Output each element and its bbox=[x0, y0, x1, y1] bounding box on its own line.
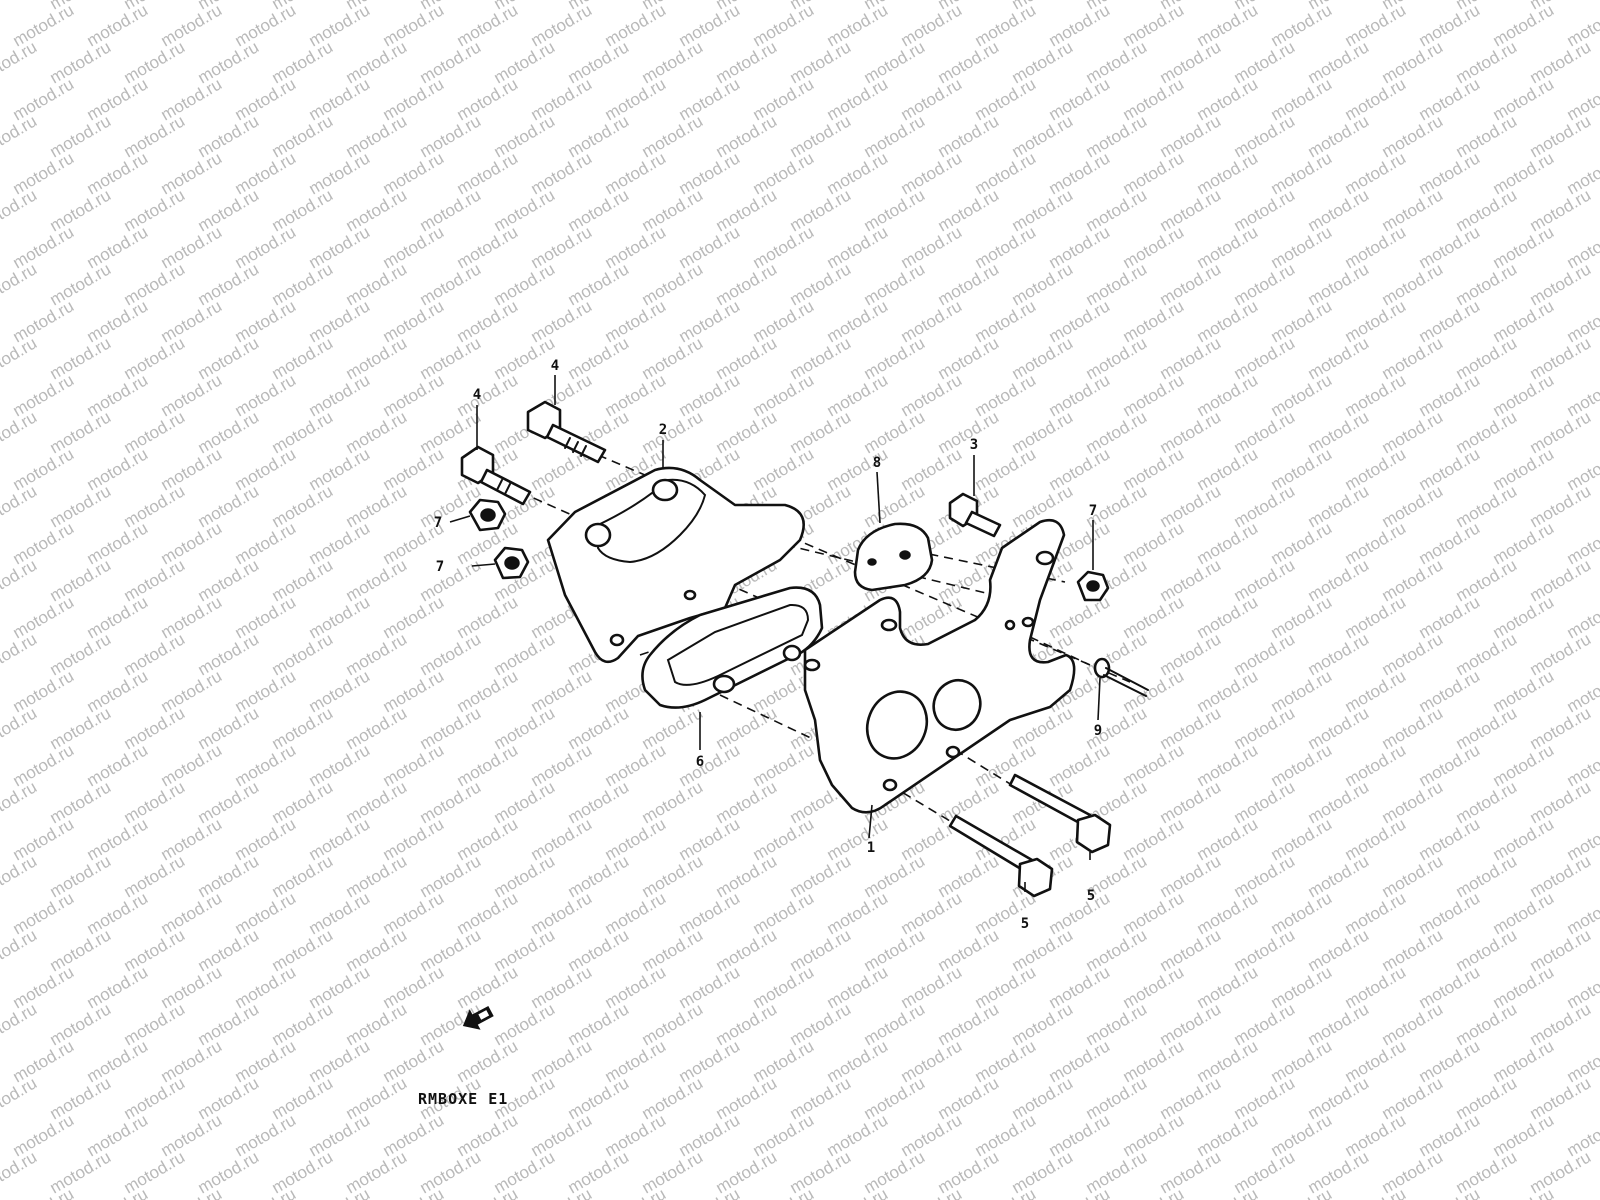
callout-5-left: 5 bbox=[1021, 916, 1029, 932]
watermark-text: motod.ru bbox=[0, 592, 3, 642]
watermark-text: motod.ru bbox=[0, 0, 40, 13]
watermark-text: motod.ru bbox=[380, 1184, 448, 1200]
watermark-text: motod.ru bbox=[824, 1184, 892, 1200]
callout-1: 1 bbox=[867, 840, 875, 856]
watermark-text: motod.ru bbox=[0, 925, 40, 975]
callout-8: 8 bbox=[873, 455, 881, 471]
watermark-text: motod.ru bbox=[0, 74, 3, 124]
watermark-text: motod.ru bbox=[0, 629, 40, 679]
watermark-text: motod.ru bbox=[1490, 1184, 1558, 1200]
watermark-text: motod.ru bbox=[972, 1184, 1040, 1200]
watermark-text: motod.ru bbox=[0, 1147, 40, 1197]
watermark-text: motod.ru bbox=[0, 888, 3, 938]
watermark-text: motod.ru bbox=[0, 851, 40, 901]
watermark-text: motod.ru bbox=[1416, 1184, 1484, 1200]
watermark-text: motod.ru bbox=[0, 740, 3, 790]
callout-9: 9 bbox=[1094, 723, 1102, 739]
watermark-text: motod.ru bbox=[0, 1073, 40, 1123]
watermark-text: motod.ru bbox=[0, 444, 3, 494]
watermark-text: motod.ru bbox=[0, 1036, 3, 1086]
watermark-text: motod.ru bbox=[0, 148, 3, 198]
watermark-text: motod.ru bbox=[0, 222, 3, 272]
watermark-text: motod.ru bbox=[1194, 1184, 1262, 1200]
watermark-text: motod.ru bbox=[0, 259, 40, 309]
callout-7-right: 7 bbox=[1089, 503, 1097, 519]
callout-7-upper: 7 bbox=[434, 515, 442, 531]
watermark-text: motod.ru bbox=[0, 407, 40, 457]
watermark-text: motod.ru bbox=[1342, 1184, 1410, 1200]
watermark-text: motod.ru bbox=[1046, 1184, 1114, 1200]
watermark-text: motod.ru bbox=[0, 37, 40, 87]
watermark-text: motod.ru bbox=[0, 518, 3, 568]
callout-5-right: 5 bbox=[1087, 888, 1095, 904]
watermark-text: motod.ru bbox=[0, 370, 3, 420]
watermark-text: motod.ru bbox=[0, 333, 40, 383]
watermark-text: motod.ru bbox=[0, 296, 3, 346]
watermark-text: motod.ru bbox=[306, 1184, 374, 1200]
nut-7-right bbox=[1076, 570, 1110, 602]
watermark-text: motod.ru bbox=[528, 1184, 596, 1200]
watermark-text: motod.ru bbox=[1268, 1184, 1336, 1200]
watermark-text: motod.ru bbox=[602, 1184, 670, 1200]
watermark-text: motod.ru bbox=[84, 1184, 152, 1200]
watermark-text: motod.ru bbox=[0, 666, 3, 716]
watermark-text: motod.ru bbox=[1564, 1184, 1600, 1200]
watermark-text: motod.ru bbox=[898, 1184, 966, 1200]
callout-4-lower: 4 bbox=[473, 387, 481, 403]
watermark-text: motod.ru bbox=[676, 1184, 744, 1200]
watermark-text: motod.ru bbox=[232, 1184, 300, 1200]
callout-4-upper: 4 bbox=[551, 358, 559, 374]
diagram-caption: RMBOXE E1 bbox=[418, 1090, 508, 1108]
watermark-text: motod.ru bbox=[0, 555, 40, 605]
callout-7-lower: 7 bbox=[436, 559, 444, 575]
watermark-text: motod.ru bbox=[0, 185, 40, 235]
nut-7-upper bbox=[468, 498, 507, 532]
watermark-text: motod.ru bbox=[0, 777, 40, 827]
callout-3: 3 bbox=[970, 437, 978, 453]
watermark-text: motod.ru bbox=[0, 0, 3, 50]
nut-7-lower bbox=[493, 546, 530, 580]
watermark-text: motod.ru bbox=[0, 962, 3, 1012]
watermark-text: motod.ru bbox=[0, 814, 3, 864]
watermark-text: motod.ru bbox=[158, 1184, 226, 1200]
watermark-text: motod.ru bbox=[454, 1184, 522, 1200]
watermark-text: motod.ru bbox=[0, 703, 40, 753]
watermark-text: motod.ru bbox=[10, 1184, 78, 1200]
watermark-text: motod.ru bbox=[1120, 1184, 1188, 1200]
watermark-text: motod.ru bbox=[0, 111, 40, 161]
watermark-text: motod.ru bbox=[0, 999, 40, 1049]
watermark-text: motod.ru bbox=[750, 1184, 818, 1200]
callout-2: 2 bbox=[659, 422, 667, 438]
watermark-text: motod.ru bbox=[0, 1110, 3, 1160]
callout-6: 6 bbox=[696, 754, 704, 770]
watermark-text: motod.ru bbox=[0, 481, 40, 531]
